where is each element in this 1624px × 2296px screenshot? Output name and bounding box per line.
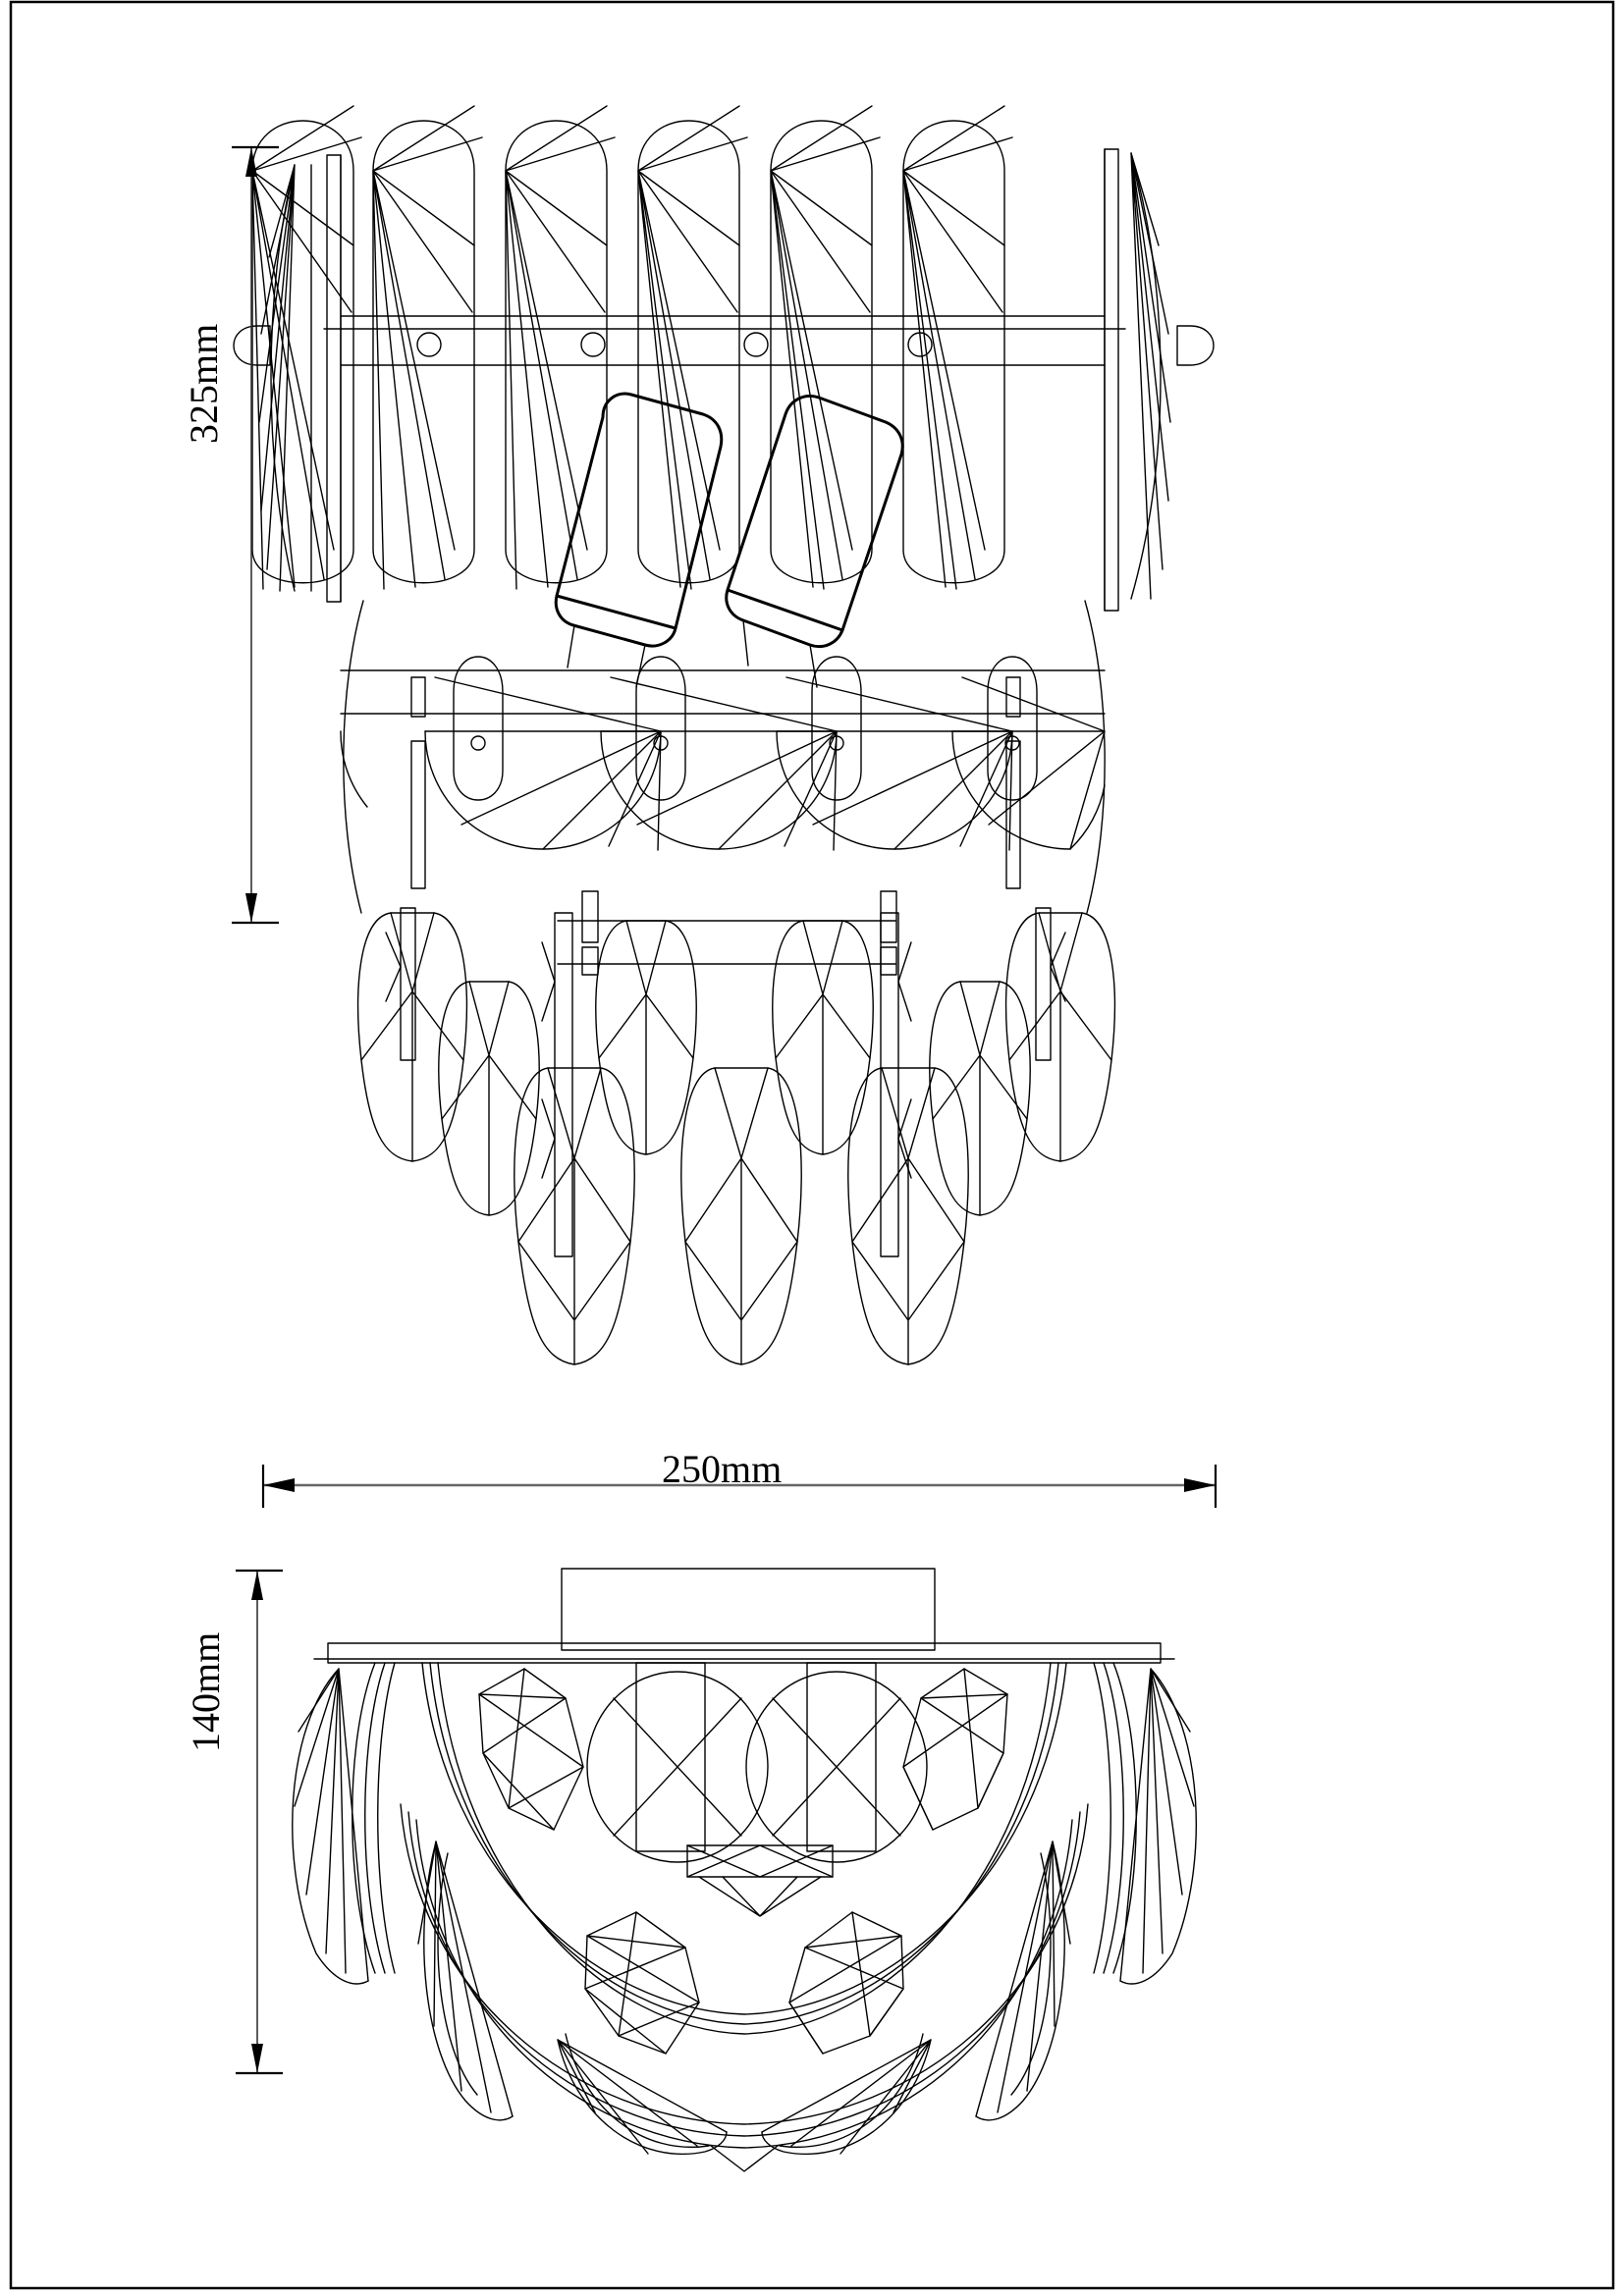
crystal-teardrop [770,105,881,590]
lamp-socket-left [586,1662,769,1863]
crystal-sliver [541,912,573,1257]
dimension-width [261,1465,1218,1508]
side-left-fan [292,1662,396,1985]
crystal-long-drop [514,1067,635,1365]
crystal-long-drop [847,1067,969,1365]
side-arc-row-lower [400,1803,1089,2149]
side-crystal-diamond [478,1668,584,1831]
crystal-sliver [1035,907,1066,1061]
left-mount-knob [233,325,271,366]
mount-hole [743,332,769,357]
front-elevation-view [233,105,1215,1365]
lamp-socket-right [745,1662,928,1863]
crystal-long-drop [929,981,1031,1216]
right-mount-knob [1176,325,1215,366]
tier2-crystals [340,656,1106,851]
lamp-shade-right [725,394,904,649]
sheet-border [9,0,1615,2290]
side-lower-fan-left [417,1841,514,2121]
pin-hole [470,735,486,751]
mid-frame-bar [340,669,1106,718]
crystal-teardrop [372,105,483,590]
dimension-label-depth: 140mm [184,1631,228,1752]
side-bottom-crystal-right [761,2033,932,2156]
crystal-teardrop [251,105,362,590]
left-edge-blade [258,164,312,592]
lamp-neck-right [742,619,818,688]
right-edge-blade [1130,152,1171,600]
mounting-plate [313,1642,1175,1664]
side-arc-row-upper [421,1662,1067,2035]
crystal-sliver [385,907,416,1061]
crystal-long-drop [595,920,697,1155]
crystal-long-drop [680,1067,802,1365]
crystal-teardrop [505,105,616,590]
mount-hole [580,332,606,357]
side-lower-fan-right [975,1841,1071,2121]
side-bottom-center-crystal [710,2145,779,2172]
tier1-crystals [251,105,1013,590]
center-crystal [686,1844,834,1917]
crystal-long-drop [772,920,874,1155]
dimension-height [232,145,279,925]
side-crystal-diamond [584,1911,700,2055]
crystal-teardrop [637,105,748,590]
mount-hole [416,332,442,357]
mid-vertical-posts [410,740,1021,889]
bracket-tab [410,676,426,718]
crystal-sliver [880,912,912,1257]
tier3-crystals [356,907,1116,1365]
side-crystal-diamond [788,1911,904,2055]
lamp-shade-left [554,392,724,648]
dimension-depth [236,1569,283,2075]
crystal-long-drop [438,981,540,1216]
crystal-teardrop [902,105,1013,590]
mount-hole [907,332,933,357]
side-bottom-crystal-left [557,2033,728,2156]
dimension-lines [232,145,1218,2075]
dimension-label-height: 325mm [182,323,226,444]
side-elevation-view [292,1568,1197,2172]
side-right-fan [1093,1662,1197,1985]
canopy-box [561,1568,936,1651]
crystal-long-drop [356,912,468,1162]
mounting-backplate [326,148,1119,612]
dimension-label-width: 250mm [662,1447,783,1491]
bracket-tab [1005,676,1021,718]
side-crystal-diamond [902,1668,1008,1831]
bracket-tab [581,890,599,943]
outer-side-drops [343,600,1106,914]
bracket-tab [581,946,599,976]
upper-frame-bar [323,315,1126,366]
